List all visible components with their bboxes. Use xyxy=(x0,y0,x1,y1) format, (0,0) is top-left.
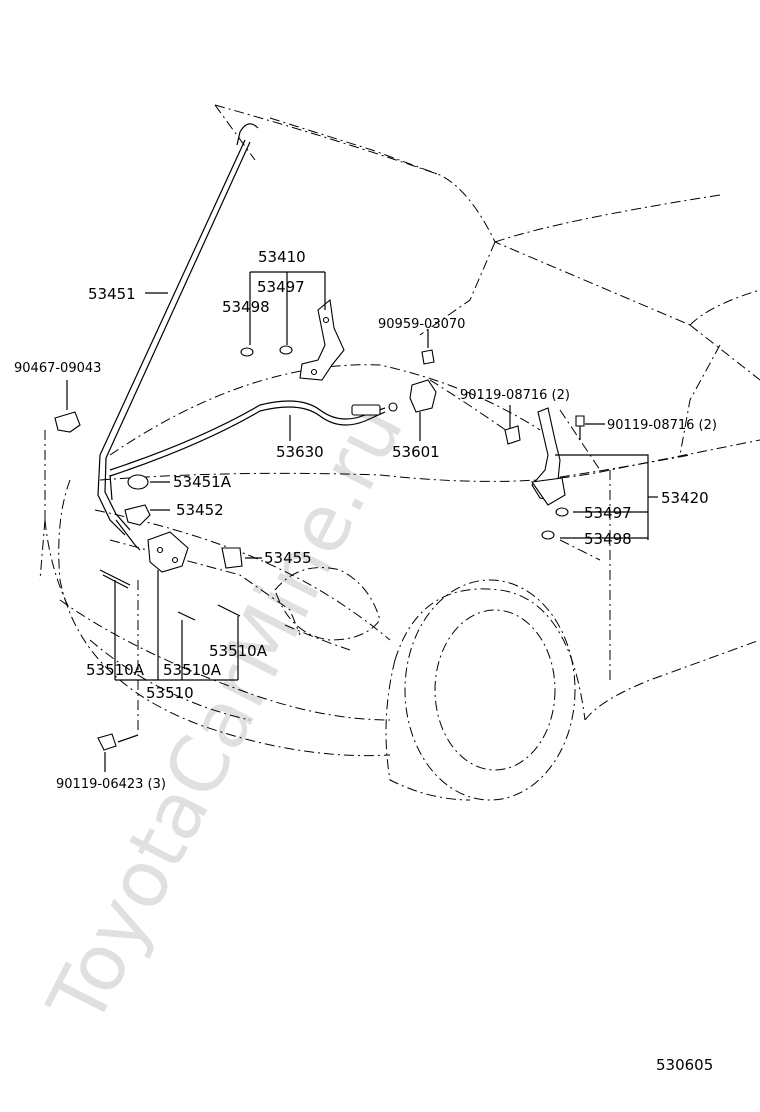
label-90959-03070: 90959-03070 xyxy=(378,317,465,332)
label-53601: 53601 xyxy=(392,443,440,461)
label-53630: 53630 xyxy=(276,443,324,461)
label-53455: 53455 xyxy=(264,549,312,567)
car-body-outline xyxy=(39,104,760,801)
part-labels: 53410 53497 53498 53451 90467-09043 9095… xyxy=(14,248,717,792)
label-53510A-a: 53510A xyxy=(86,661,145,679)
hood-release-cable xyxy=(109,400,398,551)
label-90119-08716-b: 90119-08716 (2) xyxy=(607,418,717,433)
hood-lock-upper xyxy=(409,349,437,413)
label-53451A: 53451A xyxy=(173,473,232,491)
hood-hinge-left xyxy=(240,298,345,381)
diagram-id: 530605 xyxy=(656,1056,713,1074)
hood-hinge-right xyxy=(504,407,585,540)
label-53420: 53420 xyxy=(661,489,709,507)
hood-support-rod xyxy=(97,123,259,536)
label-53497-right: 53497 xyxy=(584,504,632,522)
label-53452: 53452 xyxy=(176,501,224,519)
label-90119-08716-a: 90119-08716 (2) xyxy=(460,388,570,403)
label-53510A-c: 53510A xyxy=(209,642,268,660)
label-53510A-b: 53510A xyxy=(163,661,222,679)
clip-90467 xyxy=(54,411,81,433)
label-90119-06423: 90119-06423 (3) xyxy=(56,777,166,792)
grommet-and-cover xyxy=(124,474,151,526)
leader-lines xyxy=(44,271,658,772)
label-53498-left: 53498 xyxy=(222,298,270,316)
label-53410: 53410 xyxy=(258,248,306,266)
label-53451: 53451 xyxy=(88,285,136,303)
label-53510: 53510 xyxy=(146,684,194,702)
label-90467-09043: 90467-09043 xyxy=(14,361,101,376)
label-53498-right: 53498 xyxy=(584,530,632,548)
hood-latch-lower xyxy=(97,531,243,751)
label-53497-left: 53497 xyxy=(257,278,305,296)
